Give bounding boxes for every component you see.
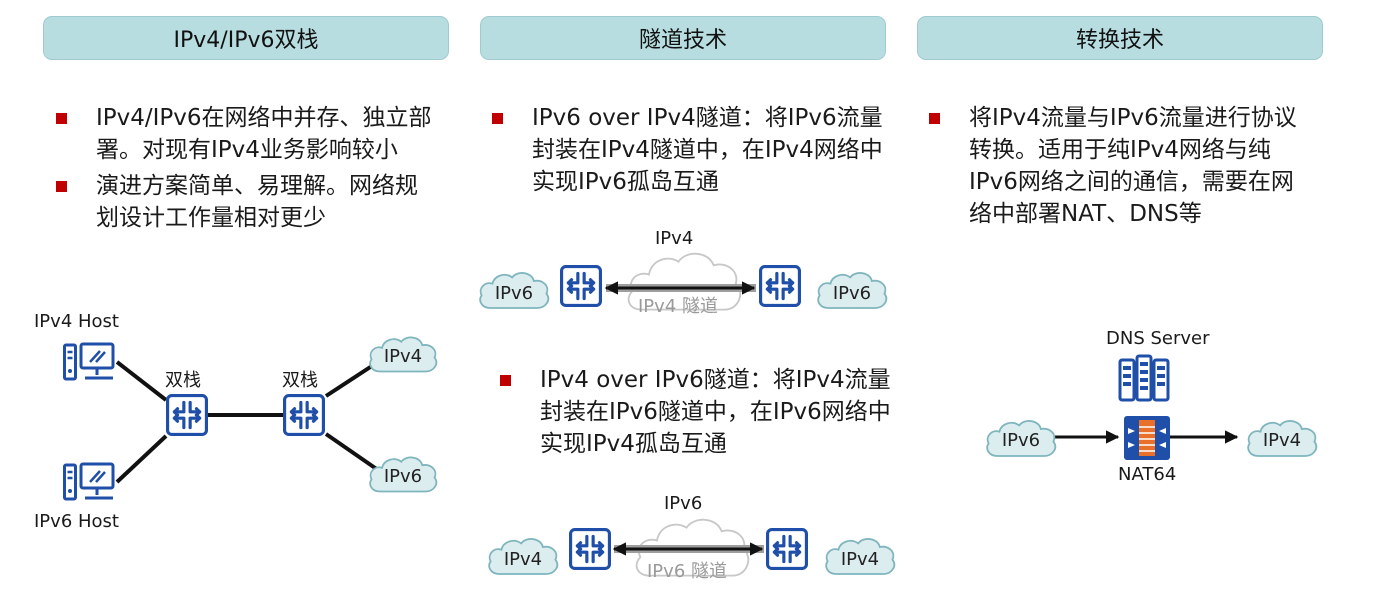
dual-stack-bullet-1: IPv4/IPv6在网络中并存、独立部署。对现有IPv4业务影响较小 — [52, 102, 432, 166]
tunnel-bullet-1-list: IPv6 over IPv4隧道：将IPv6流量封装在IPv4隧道中，在IPv4… — [488, 102, 888, 202]
tunnel-bullet-v4-over-v6: IPv4 over IPv6隧道：将IPv4流量封装在IPv6隧道中，在IPv6… — [496, 364, 896, 460]
bullet-square — [56, 113, 67, 124]
cloud-ipv4-label: IPv4 — [384, 346, 422, 367]
tunnel1-left-cloud-label: IPv6 — [495, 283, 533, 304]
tunnel1-right-cloud-label: IPv6 — [833, 283, 871, 304]
tunnel1-tunnel-label: IPv4 隧道 — [638, 296, 718, 317]
link-host6-router — [115, 434, 168, 484]
tunnel-router-right-icon — [765, 528, 809, 570]
tunnel1-cloud-label: IPv4 — [655, 228, 694, 249]
translation-bullet-1: 将IPv4流量与IPv6流量进行协议转换。适用于纯IPv4网络与纯IPv6网络之… — [925, 102, 1315, 230]
nat64-icon — [1124, 416, 1170, 460]
dns-server-label: DNS Server — [1106, 328, 1210, 349]
tunnel2-left-cloud-label: IPv4 — [504, 549, 542, 570]
tunnel2-right-cloud-label: IPv4 — [841, 549, 879, 570]
header-dual-stack: IPv4/IPv6双栈 — [43, 16, 449, 60]
translation-left-cloud-label: IPv6 — [1002, 430, 1040, 451]
ipv4-host-icon — [63, 342, 115, 381]
dns-server-icon — [1118, 354, 1170, 402]
translation-right-cloud-label: IPv4 — [1263, 430, 1301, 451]
link-host4-router — [115, 360, 168, 402]
header-tunnel: 隧道技术 — [480, 16, 886, 60]
bullet-square — [56, 181, 67, 192]
tunnel-diagram-v4-over-v6: IPv4 IPv4 — [488, 518, 896, 577]
link-router-cloud4 — [324, 360, 380, 398]
tunnel2-tunnel-label: IPv6 隧道 — [647, 561, 727, 582]
tunnel-router-right-icon — [758, 265, 802, 307]
header-translation: 转换技术 — [917, 16, 1323, 60]
ipv6-host-label: IPv6 Host — [34, 511, 119, 532]
dual-stack-diagram: IPv4 IPv6 — [63, 336, 438, 501]
router-left-label: 双栈 — [165, 370, 201, 391]
nat64-label: NAT64 — [1118, 464, 1177, 485]
tunnel-bullet-v6-over-v4: IPv6 over IPv4隧道：将IPv6流量封装在IPv4隧道中，在IPv4… — [488, 102, 888, 198]
tunnel-bullet-2-list: IPv4 over IPv6隧道：将IPv4流量封装在IPv6隧道中，在IPv6… — [496, 364, 896, 464]
tunnel-diagram-v6-over-v4: IPv6 IPv6 — [479, 252, 888, 311]
dual-stack-router-left-icon — [165, 394, 209, 436]
link-router-cloud6 — [324, 432, 380, 472]
dual-stack-bullet-2: 演进方案简单、易理解。网络规划设计工作量相对更少 — [52, 170, 432, 234]
bullet-square — [500, 375, 511, 386]
bullet-square — [492, 113, 503, 124]
tunnel-router-left-icon — [568, 528, 612, 570]
translation-bullets: 将IPv4流量与IPv6流量进行协议转换。适用于纯IPv4网络与纯IPv6网络之… — [925, 102, 1315, 234]
dual-stack-bullets: IPv4/IPv6在网络中并存、独立部署。对现有IPv4业务影响较小 演进方案简… — [52, 102, 432, 238]
tunnel2-cloud-label: IPv6 — [664, 493, 703, 514]
cloud-ipv6-label: IPv6 — [384, 466, 422, 487]
tunnel-router-left-icon — [559, 265, 603, 307]
ipv4-host-label: IPv4 Host — [34, 311, 119, 332]
translation-diagram: IPv6 IPv4 — [986, 354, 1318, 460]
dual-stack-router-right-icon — [282, 394, 326, 436]
bullet-square — [929, 113, 940, 124]
ipv6-host-icon — [63, 462, 115, 501]
router-right-label: 双栈 — [282, 370, 318, 391]
